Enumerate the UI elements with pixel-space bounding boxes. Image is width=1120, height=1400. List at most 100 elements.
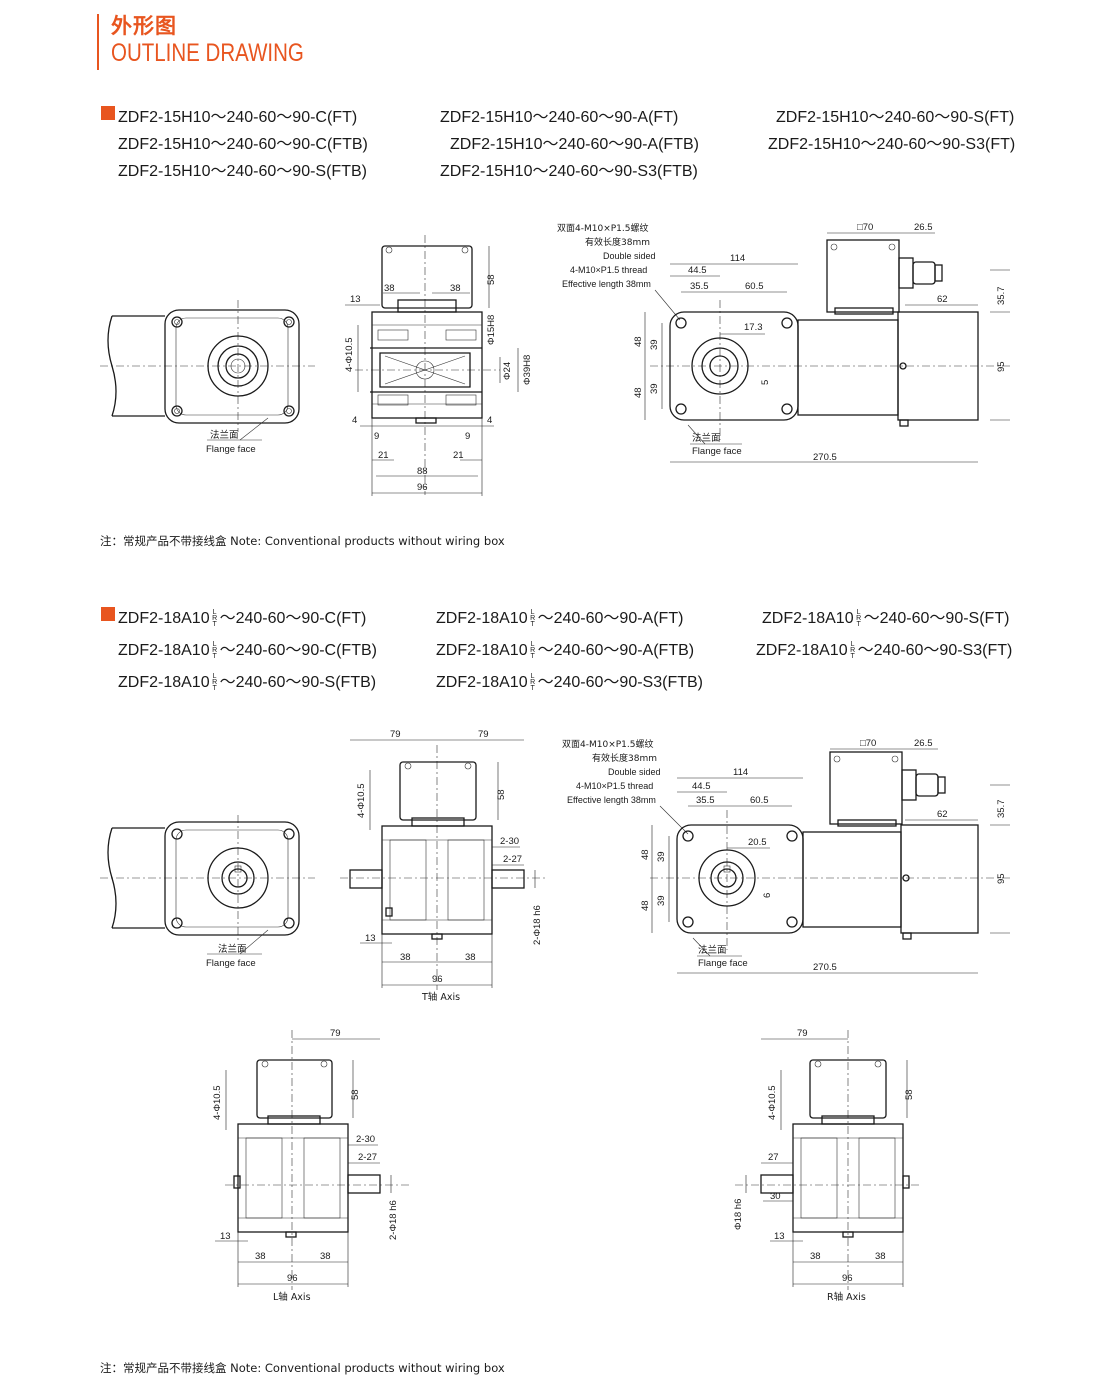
thread-label-cn1: 双面4-M10×P1.5螺纹 <box>562 738 653 750</box>
dim-58: 58 <box>904 1089 915 1100</box>
dim-6: 6 <box>762 893 773 898</box>
s2-t-axis-view: 79 79 58 4-Φ10.5 2-30 2-27 2-Φ18 h6 13 3… <box>340 729 545 1003</box>
dim-270-5: 270.5 <box>813 452 837 463</box>
dim-48: 48 <box>633 387 644 398</box>
dim-114: 114 <box>733 767 748 778</box>
dim-96: 96 <box>432 974 443 985</box>
dim-4-phi: 4-Φ10.5 <box>767 1085 778 1120</box>
note-section2: 注：常规产品不带接线盒 Note: Conventional products … <box>100 1361 505 1375</box>
dim-48: 48 <box>633 336 644 347</box>
r-axis-label: R轴 Axis <box>827 1291 866 1303</box>
dim-2-30: 2-30 <box>500 836 519 847</box>
flange-label-cn: 法兰面 <box>210 429 239 441</box>
s1-front-view: 法兰面 Flange face <box>100 300 315 455</box>
dim-9: 9 <box>465 431 470 442</box>
dim-35-5: 35.5 <box>696 795 715 806</box>
model-label: ZDF2-15H10～240-60～90-C(FTB) <box>118 136 368 153</box>
dim-95: 95 <box>996 873 1007 884</box>
dim-79: 79 <box>478 729 489 740</box>
model-label: ZDF2-15H10～240-60～90-C(FT) <box>118 109 358 126</box>
dim-30: 30 <box>770 1191 781 1202</box>
dim-96: 96 <box>842 1273 853 1284</box>
dim-62: 62 <box>937 809 948 820</box>
dim-2-27: 2-27 <box>503 854 522 865</box>
dim-39: 39 <box>656 895 667 906</box>
model-label: ZDF2-15H10～240-60～90-S(FT) <box>776 109 1015 126</box>
dim-38: 38 <box>400 952 411 963</box>
dim-48: 48 <box>640 900 651 911</box>
dim-58: 58 <box>496 789 507 800</box>
dim-35-5: 35.5 <box>690 281 709 292</box>
dim-4-phi: 4-Φ10.5 <box>356 783 367 818</box>
dim-21: 21 <box>378 450 389 461</box>
dim-35-7: 35.7 <box>996 287 1007 306</box>
dim-270-5: 270.5 <box>813 962 837 973</box>
flange-label-cn: 法兰面 <box>692 432 721 444</box>
dim-13: 13 <box>350 294 361 305</box>
dim-96: 96 <box>417 482 428 493</box>
dim-38: 38 <box>450 283 461 294</box>
t-axis-label: T轴 Axis <box>421 991 460 1003</box>
dim-phi18h6: Φ18 h6 <box>733 1199 744 1230</box>
dim-square-70: □70 <box>860 738 876 749</box>
dim-44-5: 44.5 <box>688 265 707 276</box>
dim-48: 48 <box>640 849 651 860</box>
s2-motor-view: 双面4-M10×P1.5螺纹 有效长度38mm Double sided 4-M… <box>562 738 1010 974</box>
model-label: ZDF2-15H10～240-60～90-A(FTB) <box>450 136 699 153</box>
dim-17-3: 17.3 <box>744 322 763 333</box>
flange-label-cn: 法兰面 <box>698 944 727 956</box>
flange-label-en: Flange face <box>206 444 256 455</box>
flange-label-en: Flange face <box>692 446 742 457</box>
dim-79: 79 <box>330 1028 341 1039</box>
dim-39: 39 <box>649 339 660 350</box>
dim-38: 38 <box>465 952 476 963</box>
dim-95: 95 <box>996 361 1007 372</box>
s1-side-view: 38 38 58 13 4-Φ10.5 Φ15H8 Φ24 Φ39H8 4 4 … <box>344 235 533 496</box>
s1-motor-view: 双面4-M10×P1.5螺纹 有效长度38mm Double sided 4-M… <box>557 222 1010 463</box>
section1-marker <box>101 106 115 120</box>
dim-26-5: 26.5 <box>914 222 933 233</box>
thread-label-en3: Effective length 38mm <box>562 279 651 289</box>
dim-27: 27 <box>768 1152 779 1163</box>
dim-62: 62 <box>937 294 948 305</box>
dim-79: 79 <box>390 729 401 740</box>
l-axis-label: L轴 Axis <box>273 1291 311 1303</box>
s2-r-axis-view: 79 58 4-Φ10.5 27 30 Φ18 h6 13 38 38 96 R… <box>733 1028 920 1303</box>
dim-2-30: 2-30 <box>356 1134 375 1145</box>
dim-38: 38 <box>810 1251 821 1262</box>
thread-label-en3: Effective length 38mm <box>567 795 656 805</box>
note-section1: 注：常规产品不带接线盒 Note: Conventional products … <box>100 534 505 548</box>
section2-marker <box>101 607 115 621</box>
dim-60-5: 60.5 <box>750 795 769 806</box>
page-header: 外形图 OUTLINE DRAWING <box>97 14 346 70</box>
model-label: ZDF2-15H10～240-60～90-A(FT) <box>440 109 679 126</box>
dim-2-phi18h6: 2-Φ18 h6 <box>532 905 543 945</box>
dim-2-phi18h6: 2-Φ18 h6 <box>388 1200 399 1240</box>
dim-38: 38 <box>320 1251 331 1262</box>
dim-58: 58 <box>350 1089 361 1100</box>
dim-4-phi: 4-Φ10.5 <box>212 1085 223 1120</box>
title-english: OUTLINE DRAWING <box>111 39 304 67</box>
dim-114: 114 <box>730 253 745 264</box>
dim-44-5: 44.5 <box>692 781 711 792</box>
dim-96: 96 <box>287 1273 298 1284</box>
dim-20-5: 20.5 <box>748 837 767 848</box>
dim-5: 5 <box>760 380 771 385</box>
thread-label-cn2: 有效长度38mm <box>592 752 657 764</box>
thread-label-en2: 4-M10×P1.5 thread <box>570 265 647 275</box>
dim-38: 38 <box>384 283 395 294</box>
dim-phi24: Φ24 <box>502 362 513 380</box>
dim-38: 38 <box>875 1251 886 1262</box>
dim-21: 21 <box>453 450 464 461</box>
model-label: ZDF2-15H10～240-60～90-S(FTB) <box>118 163 367 180</box>
dim-39: 39 <box>649 383 660 394</box>
thread-label-en1: Double sided <box>603 251 656 261</box>
thread-label-en2: 4-M10×P1.5 thread <box>576 781 653 791</box>
dim-39: 39 <box>656 851 667 862</box>
flange-label-en: Flange face <box>698 958 748 969</box>
